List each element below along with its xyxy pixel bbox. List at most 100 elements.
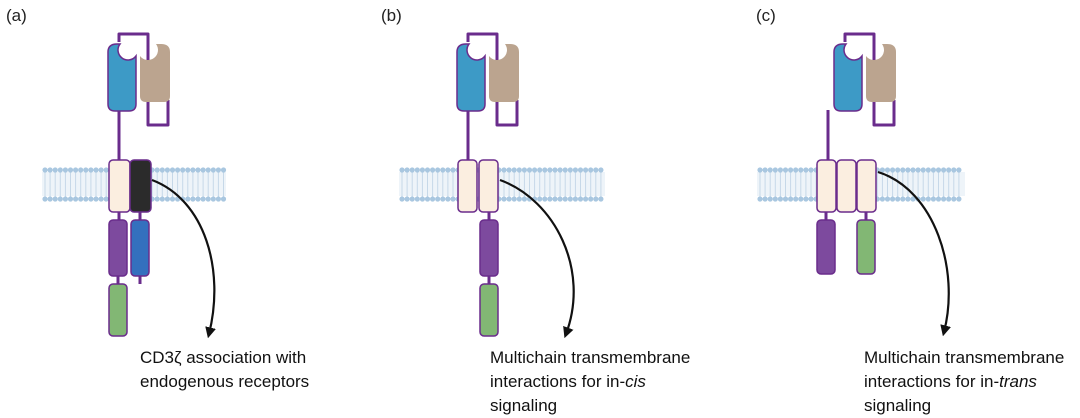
lipid-head bbox=[777, 196, 784, 202]
lipid-head bbox=[941, 167, 947, 173]
lipid-head bbox=[511, 196, 517, 202]
cd3z-transmembrane-domain bbox=[129, 159, 152, 213]
lipid-head bbox=[798, 196, 804, 202]
lipid-head bbox=[506, 167, 512, 173]
lipid-head bbox=[445, 196, 451, 202]
lipid-head bbox=[103, 196, 109, 202]
transmembrane-domain bbox=[836, 159, 857, 213]
lipid-head bbox=[946, 196, 952, 202]
lipid-head bbox=[526, 167, 533, 173]
lipid-head bbox=[200, 196, 206, 202]
lipid-head bbox=[915, 167, 921, 173]
lipid-head bbox=[879, 196, 886, 202]
caption-panel-a: CD3ζ association with endogenous receptor… bbox=[140, 346, 309, 394]
lipid-head bbox=[98, 167, 104, 173]
lipid-head bbox=[88, 196, 94, 202]
scfv-antigen-binding-domain bbox=[456, 32, 519, 127]
caption-line: interactions for in-trans bbox=[864, 370, 1064, 394]
caption-line: endogenous receptors bbox=[140, 370, 309, 394]
lipid-head bbox=[890, 196, 896, 202]
cd3z-signaling-domain bbox=[479, 283, 499, 337]
scfv-antigen-binding-domain bbox=[107, 32, 170, 127]
lipid-head bbox=[511, 167, 517, 173]
lipid-head bbox=[210, 196, 216, 202]
cd3z-signaling-domain bbox=[108, 283, 128, 337]
caption-text: interactions for in- bbox=[490, 372, 626, 391]
caption-text: Multichain transmembrane bbox=[490, 348, 691, 367]
lipid-head bbox=[430, 196, 436, 202]
transmembrane-domain bbox=[816, 159, 837, 213]
lipid-head bbox=[506, 196, 512, 202]
caption-text: signaling bbox=[490, 396, 558, 415]
lipid-head bbox=[83, 167, 89, 173]
caption-text: endogenous receptors bbox=[140, 372, 310, 391]
vh-domain bbox=[107, 43, 137, 112]
lipid-head bbox=[98, 196, 104, 202]
lipid-head bbox=[57, 196, 63, 202]
lipid-head bbox=[501, 196, 507, 202]
panel-label-b: (b) bbox=[381, 6, 402, 25]
transmembrane-domain bbox=[108, 159, 131, 213]
lipid-head bbox=[935, 167, 942, 173]
lipid-head bbox=[920, 167, 926, 173]
lipid-head bbox=[440, 167, 446, 173]
caption-text: CD3ζ association with bbox=[140, 348, 307, 367]
lipid-head bbox=[767, 196, 773, 202]
lipid-head bbox=[572, 167, 579, 173]
lipid-head bbox=[577, 196, 584, 202]
caption-line: CD3ζ association with bbox=[140, 346, 309, 370]
lipid-head bbox=[414, 167, 420, 173]
lipid-head bbox=[42, 196, 48, 202]
lipid-head bbox=[73, 196, 79, 202]
lipid-head bbox=[409, 196, 415, 202]
lipid-head bbox=[567, 167, 573, 173]
lipid-head bbox=[757, 196, 763, 202]
endogenous-cd3z-domain bbox=[130, 219, 150, 277]
lipid-head bbox=[884, 167, 891, 173]
lipid-head bbox=[910, 167, 916, 173]
cd3z-signaling-domain bbox=[856, 219, 876, 275]
lipid-head bbox=[195, 196, 201, 202]
lipid-head bbox=[537, 196, 543, 202]
lipid-head bbox=[205, 196, 211, 202]
lipid-head bbox=[557, 196, 563, 202]
lipid-head bbox=[88, 167, 94, 173]
lipid-head bbox=[521, 167, 528, 173]
lipid-head bbox=[920, 196, 926, 202]
caption-text: Multichain transmembrane bbox=[864, 348, 1065, 367]
lipid-head bbox=[537, 167, 543, 173]
lipid-head bbox=[956, 196, 962, 202]
lipid-head bbox=[190, 196, 196, 202]
lipid-head bbox=[73, 167, 79, 173]
caption-line: signaling bbox=[864, 394, 1064, 418]
lipid-head bbox=[552, 167, 558, 173]
caption-panel-b: Multichain transmembrane interactions for… bbox=[490, 346, 690, 418]
lipid-head bbox=[62, 196, 68, 202]
lipid-head bbox=[220, 167, 227, 173]
lipid-head bbox=[762, 196, 768, 202]
lipid-head bbox=[67, 167, 74, 173]
lipid-head bbox=[593, 167, 599, 173]
transmembrane-domain bbox=[856, 159, 877, 213]
lipid-head bbox=[450, 196, 456, 202]
lipid-head bbox=[772, 167, 778, 173]
lipid-head bbox=[583, 196, 589, 202]
lipid-head bbox=[910, 196, 916, 202]
lipid-head bbox=[164, 167, 170, 173]
lipid-head bbox=[900, 196, 906, 202]
lipid-head bbox=[890, 167, 896, 173]
lipid-head bbox=[52, 167, 58, 173]
lipid-head bbox=[542, 167, 548, 173]
lipid-head bbox=[93, 167, 99, 173]
lipid-head bbox=[925, 167, 931, 173]
interaction-arrow bbox=[877, 170, 951, 337]
lipid-head bbox=[772, 196, 778, 202]
lipid-head bbox=[946, 167, 952, 173]
lipid-head bbox=[78, 196, 84, 202]
lipid-head bbox=[951, 196, 957, 202]
lipid-head bbox=[445, 167, 451, 173]
vl-domain bbox=[866, 44, 896, 102]
lipid-head bbox=[430, 167, 436, 173]
caption-panel-c: Multichain transmembrane interactions for… bbox=[864, 346, 1064, 418]
lipid-head bbox=[788, 167, 794, 173]
